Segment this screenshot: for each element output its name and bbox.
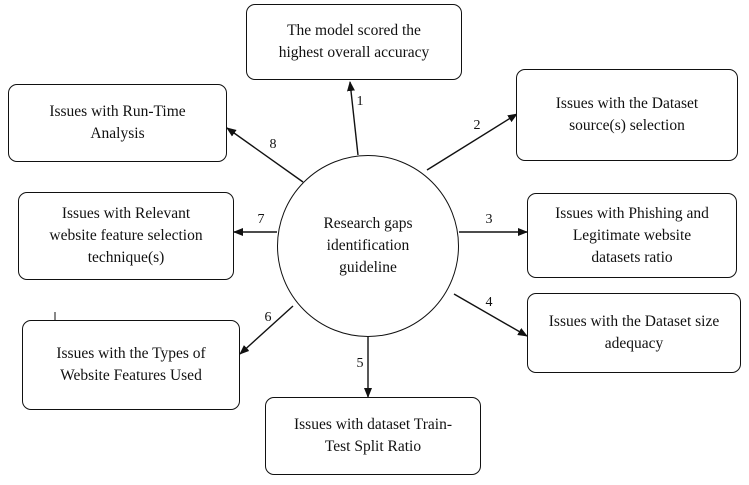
arrow-1 [347,81,359,156]
node-2-label: Issues with the Dataset source(s) select… [555,95,699,134]
node-4-label: Issues with the Dataset size adequacy [548,313,720,352]
arrow-5-number: 5 [356,356,364,371]
arrow-8 [226,127,304,183]
node-1-box: The model scored the highest overall acc… [246,4,462,80]
node-6-box: Issues with the Types of Website Feature… [22,320,240,410]
node-7-box: Issues with Relevant website feature sel… [18,192,234,280]
arrow-2 [426,113,518,171]
node-1-label: The model scored the highest overall acc… [278,22,430,61]
arrow-6 [239,305,294,355]
arrow-6-number: 6 [264,310,272,325]
central-node: Research gaps identification guideline [277,155,459,337]
node-3-box: Issues with Phishing and Legitimate webs… [527,193,737,278]
node-2-box: Issues with the Dataset source(s) select… [516,69,738,161]
arrow-8-number: 8 [269,137,277,152]
arrow-2-number: 2 [473,118,481,133]
arrow-4-number: 4 [485,295,493,310]
arrow-4 [453,293,528,337]
node-5-box: Issues with dataset Train- Test Split Ra… [265,397,481,475]
node-5-label: Issues with dataset Train- Test Split Ra… [293,416,452,455]
node-8-box: Issues with Run-Time Analysis [8,84,227,162]
node-3-label: Issues with Phishing and Legitimate webs… [555,204,709,266]
arrow-7-number: 7 [257,212,265,227]
node-6-label: Issues with the Types of Website Feature… [56,345,206,384]
node-4-box: Issues with the Dataset size adequacy [527,293,741,373]
arrow-1-number: 1 [356,94,364,109]
arrow-3-number: 3 [485,212,493,227]
central-node-label: Research gaps identification guideline [323,215,413,276]
node-8-label: Issues with Run-Time Analysis [49,103,186,142]
node-7-label: Issues with Relevant website feature sel… [49,205,203,266]
